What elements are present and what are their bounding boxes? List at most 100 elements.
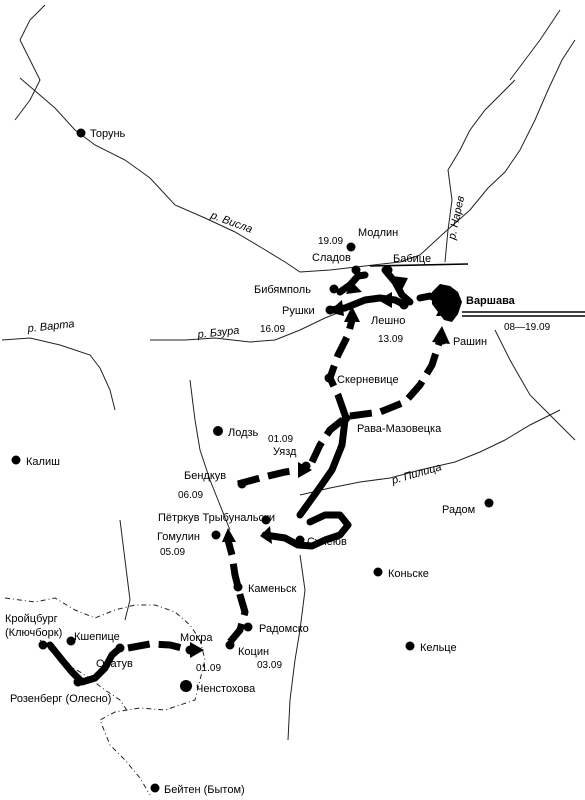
label-beuthen: Бейтен (Бытом) [164, 784, 245, 796]
dot-konske [373, 567, 383, 577]
route-segment-bendkuv [237, 466, 301, 488]
narew-river [444, 79, 516, 263]
date-01-09-north: 01.09 [268, 434, 293, 445]
dot-rashin [438, 335, 448, 345]
dot-sladov [351, 265, 361, 275]
river-upper-left [14, 4, 46, 121]
arrow-babice [392, 276, 408, 290]
label-sladov: Сладов [312, 252, 351, 264]
label-rosenberg: Розенберг (Олесно) [10, 693, 111, 705]
route-segment-suleyuv-loop [261, 511, 352, 550]
label-rashin: Рашин [453, 336, 487, 348]
label-kreuzburg: Кройцбург [5, 613, 58, 625]
bzura-river [150, 309, 346, 343]
dot-skernevice [324, 373, 334, 383]
vistula-river [19, 39, 576, 273]
date-19-09: 19.09 [318, 236, 343, 247]
dot-uyazd [301, 461, 311, 471]
label-bibyampol: Бибямполь [254, 284, 311, 296]
pilica-river [299, 409, 561, 496]
label-torun: Торунь [90, 128, 126, 140]
label-kreuzburg-alt: (Ключборк) [5, 627, 62, 639]
arrow-suleyuv [260, 526, 272, 544]
label-babice: Бабице [393, 253, 431, 265]
arrow-bibyampol [346, 282, 362, 294]
dot-modlin [346, 242, 356, 252]
route-segment-uyazd [308, 415, 348, 464]
label-mokra: Мокра [180, 632, 213, 644]
label-petrkuv: Пётркув Трыбунальски [158, 512, 275, 524]
arrow-skernevice [344, 306, 360, 322]
label-leshno: Лешно [371, 315, 405, 327]
label-bendkuv: Бендкув [184, 470, 226, 482]
label-radom: Радом [442, 504, 475, 516]
dot-kshepice [66, 636, 76, 646]
date-16-09: 16.09 [260, 324, 285, 335]
label-kamensk: Каменьск [248, 583, 297, 595]
warta-river [1, 337, 116, 411]
river-south-west [119, 519, 131, 621]
dot-kalish [11, 455, 21, 465]
date-13-09: 13.09 [378, 334, 403, 345]
date-labels: 19.09 16.09 13.09 08—19.09 01.09 06.09 0… [160, 236, 551, 674]
label-lodz: Лодзь [228, 427, 259, 439]
dot-gomulin [211, 530, 221, 540]
route-segment-rashin [349, 338, 444, 420]
dot-radomsko [243, 622, 253, 632]
dot-kelce [405, 641, 415, 651]
label-opatuv: Опатув [96, 658, 133, 670]
label-modlin: Модлин [358, 227, 398, 239]
label-radomsko: Радомско [259, 623, 309, 635]
route-segment-warsaw [416, 292, 444, 304]
dot-bendkuv [237, 479, 247, 489]
front-lines [369, 263, 585, 317]
dot-torun [76, 128, 86, 138]
dot-rushki [325, 305, 335, 315]
vistula-upper [509, 9, 561, 81]
route-segment-modlin [336, 271, 369, 296]
label-gomulin: Гомулин [157, 531, 200, 543]
warsaw-city-area [432, 284, 462, 322]
date-06-09: 06.09 [178, 490, 203, 501]
city-markers [11, 128, 494, 793]
route-segment-southwest [46, 641, 124, 686]
dot-mokra [185, 645, 195, 655]
route [46, 266, 444, 686]
dot-kamensk [233, 582, 243, 592]
label-warta: р. Варта [26, 318, 75, 335]
date-08-19-09: 08—19.09 [504, 322, 551, 333]
arrow-leshno [378, 292, 392, 308]
label-kocin: Коцин [238, 646, 269, 658]
date-03-09: 03.09 [257, 660, 282, 671]
label-pilica: р. Пилица [390, 461, 443, 487]
river-east [494, 329, 576, 441]
dot-czestochowa [180, 680, 192, 692]
date-01-09-south: 01.09 [196, 663, 221, 674]
label-kshepice: Кшепице [74, 631, 120, 643]
arrow-mokra [190, 642, 204, 658]
label-czestochowa: Ченстохова [196, 683, 256, 695]
date-05-09: 05.09 [160, 547, 185, 558]
label-rava: Рава-Мазовецка [357, 423, 442, 435]
route-segment-north [224, 539, 249, 645]
river-center-south [189, 379, 231, 531]
city-labels: Торунь Модлин Сладов Бабице Бибямполь Ру… [5, 128, 516, 796]
label-skernevice: Скерневице [337, 374, 399, 386]
dot-radom [484, 498, 494, 508]
dot-kreuzburg [38, 640, 48, 650]
label-suleyuv: Сулеюв [307, 536, 347, 548]
route-segment-rava [296, 416, 349, 519]
route-segment-babice [381, 266, 414, 306]
label-vistula: р. Висла [208, 209, 254, 236]
dot-babice [383, 265, 393, 275]
label-kelce: Кельце [420, 642, 457, 654]
arrow-gomulin [222, 528, 236, 542]
state-border [4, 597, 206, 796]
dot-beuthen [150, 783, 160, 793]
label-uyazd: Уязд [273, 446, 297, 458]
dot-rava [341, 413, 351, 423]
dot-lodz [213, 426, 223, 436]
rivers [1, 4, 576, 741]
dot-rosenberg [73, 677, 83, 687]
